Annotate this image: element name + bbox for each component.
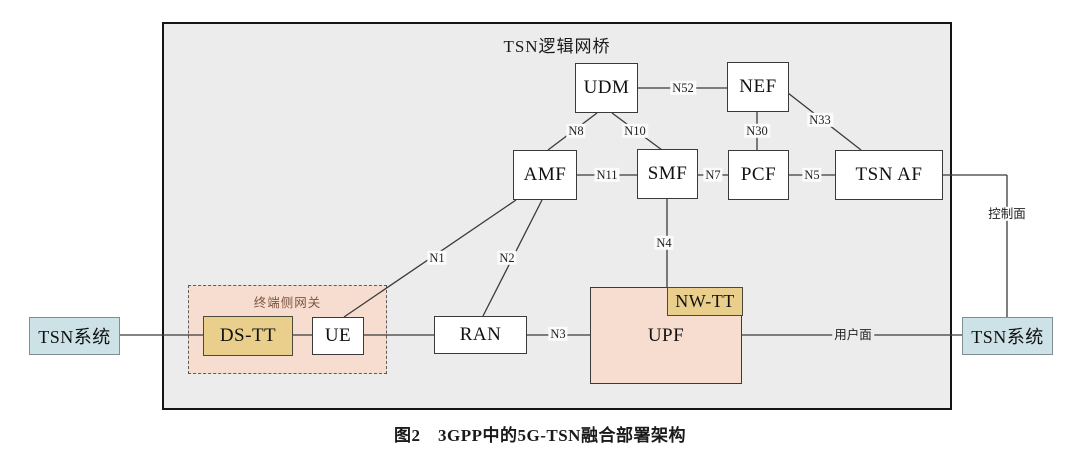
figure-caption: 图2 3GPP中的5G-TSN融合部署架构 <box>394 426 686 445</box>
node-ran-label: RAN <box>459 324 502 345</box>
node-tsn-af: TSN AF <box>835 150 943 200</box>
node-nef: NEF <box>727 62 789 112</box>
node-pcf: PCF <box>728 150 789 200</box>
node-tsn-system-left-label: TSN系统 <box>38 327 111 347</box>
node-ran: RAN <box>434 316 527 354</box>
bridge-title: TSN逻辑网桥 <box>503 37 611 56</box>
node-ue-label: UE <box>324 325 352 346</box>
edge-label-n52: N52 <box>670 80 696 96</box>
edge-label-n2: N2 <box>497 250 517 266</box>
node-ds-tt: DS-TT <box>203 316 293 356</box>
edge-label-n8: N8 <box>566 123 586 139</box>
edge-label-n4: N4 <box>654 235 674 251</box>
node-ds-tt-label: DS-TT <box>219 325 277 346</box>
node-nw-tt: NW-TT <box>667 287 743 316</box>
node-ue: UE <box>312 317 364 355</box>
edge-label-n1: N1 <box>427 250 447 266</box>
node-tsn-system-left: TSN系统 <box>29 317 120 355</box>
node-udm-label: UDM <box>583 77 630 98</box>
user-plane-label: 用户面 <box>832 327 874 343</box>
node-amf-label: AMF <box>523 164 567 185</box>
node-pcf-label: PCF <box>740 164 777 185</box>
edge-label-n11: N11 <box>594 167 620 183</box>
node-nw-tt-label: NW-TT <box>675 291 735 311</box>
node-nef-label: NEF <box>739 76 777 97</box>
edge-label-n30: N30 <box>744 123 770 139</box>
node-tsn-af-label: TSN AF <box>855 164 923 185</box>
edge-label-n33: N33 <box>807 112 833 128</box>
edge-label-n3: N3 <box>548 326 568 342</box>
node-udm: UDM <box>575 63 638 113</box>
node-tsn-system-right: TSN系统 <box>962 317 1053 355</box>
edge-label-n10: N10 <box>622 123 648 139</box>
edge-label-n5: N5 <box>802 167 822 183</box>
node-amf: AMF <box>513 150 577 200</box>
node-smf-label: SMF <box>647 163 688 184</box>
node-upf-label: UPF <box>647 324 685 346</box>
node-tsn-system-right-label: TSN系统 <box>971 327 1044 347</box>
terminal-gateway-label: 终端侧网关 <box>253 296 322 310</box>
control-plane-label: 控制面 <box>986 206 1028 222</box>
edge-label-n7: N7 <box>703 167 723 183</box>
node-smf: SMF <box>637 149 698 199</box>
